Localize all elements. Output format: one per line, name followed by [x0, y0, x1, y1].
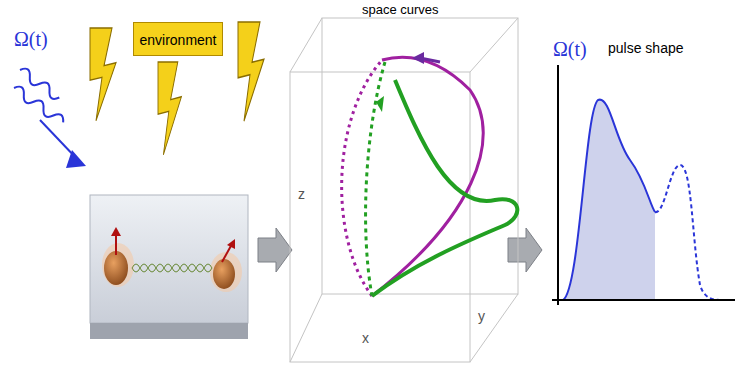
signal-label: Ω(t) [553, 38, 587, 61]
environment-box: environment [133, 22, 223, 56]
axis-label: x [362, 330, 369, 346]
axis-label: z [298, 186, 305, 202]
signal-label: Ω(t) [14, 28, 48, 51]
panel-title: space curves [362, 2, 439, 17]
panel-title: pulse shape [608, 40, 684, 56]
axis-label: y [478, 308, 485, 324]
box-text: environment [139, 32, 217, 48]
